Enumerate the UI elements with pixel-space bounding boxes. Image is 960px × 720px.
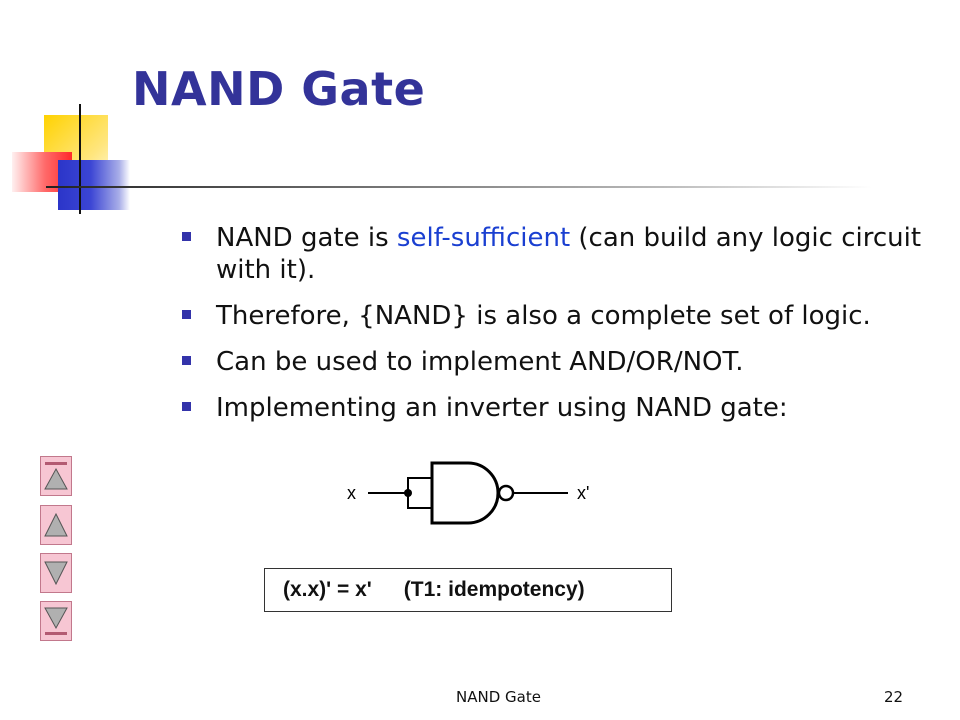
bullet-square-icon — [182, 310, 191, 319]
expression-note: (T1: idempotency) — [403, 578, 585, 601]
bullet-text-post: (can build any logic circuit with it). — [216, 223, 922, 285]
idempotency-expression-box: (x.x)' = x' (T1: idempotency) — [264, 568, 672, 612]
bullet-list: NAND gate is self-sufficient (can build … — [178, 222, 938, 424]
expression-equation: (x.x)' = x' — [283, 578, 372, 601]
footer-title: NAND Gate — [456, 688, 541, 706]
bullet-text: Therefore, {NAND} is also a complete set… — [216, 301, 871, 331]
branch-wire-bottom — [407, 493, 432, 509]
bullet-square-icon — [182, 356, 191, 365]
last-slide-icon — [44, 607, 68, 635]
input-label: x — [347, 483, 356, 503]
slide-title: NAND Gate — [132, 62, 426, 116]
next-slide-button[interactable] — [40, 553, 72, 593]
bullet-self-sufficient: NAND gate is self-sufficient (can build … — [178, 222, 938, 286]
nand-inverter-diagram: x x' — [347, 461, 589, 525]
bullet-complete-set: Therefore, {NAND} is also a complete set… — [178, 300, 938, 332]
previous-slide-button[interactable] — [40, 505, 72, 545]
bullet-text: Implementing an inverter using NAND gate… — [216, 393, 788, 423]
branch-wire-top — [407, 477, 432, 493]
title-underline — [46, 186, 872, 188]
bullet-implement: Can be used to implement AND/OR/NOT. — [178, 346, 938, 378]
previous-slide-icon — [44, 512, 68, 537]
page-number: 22 — [884, 688, 904, 706]
next-slide-icon — [44, 561, 68, 586]
bullet-text-pre: NAND gate is — [216, 223, 397, 253]
inversion-bubble — [497, 484, 515, 502]
nand-gate-body — [430, 461, 500, 525]
first-slide-button[interactable] — [40, 456, 72, 496]
first-slide-icon — [44, 462, 68, 490]
bullet-square-icon — [182, 402, 191, 411]
output-label: x' — [577, 483, 589, 503]
bullet-text: Can be used to implement AND/OR/NOT. — [216, 347, 744, 377]
decor-vertical-line — [79, 104, 81, 214]
last-slide-button[interactable] — [40, 601, 72, 641]
bullet-inverter: Implementing an inverter using NAND gate… — [178, 392, 938, 424]
decor-blue-square — [58, 160, 130, 210]
bullet-highlight: self-sufficient — [396, 223, 571, 253]
bullet-square-icon — [182, 232, 191, 241]
